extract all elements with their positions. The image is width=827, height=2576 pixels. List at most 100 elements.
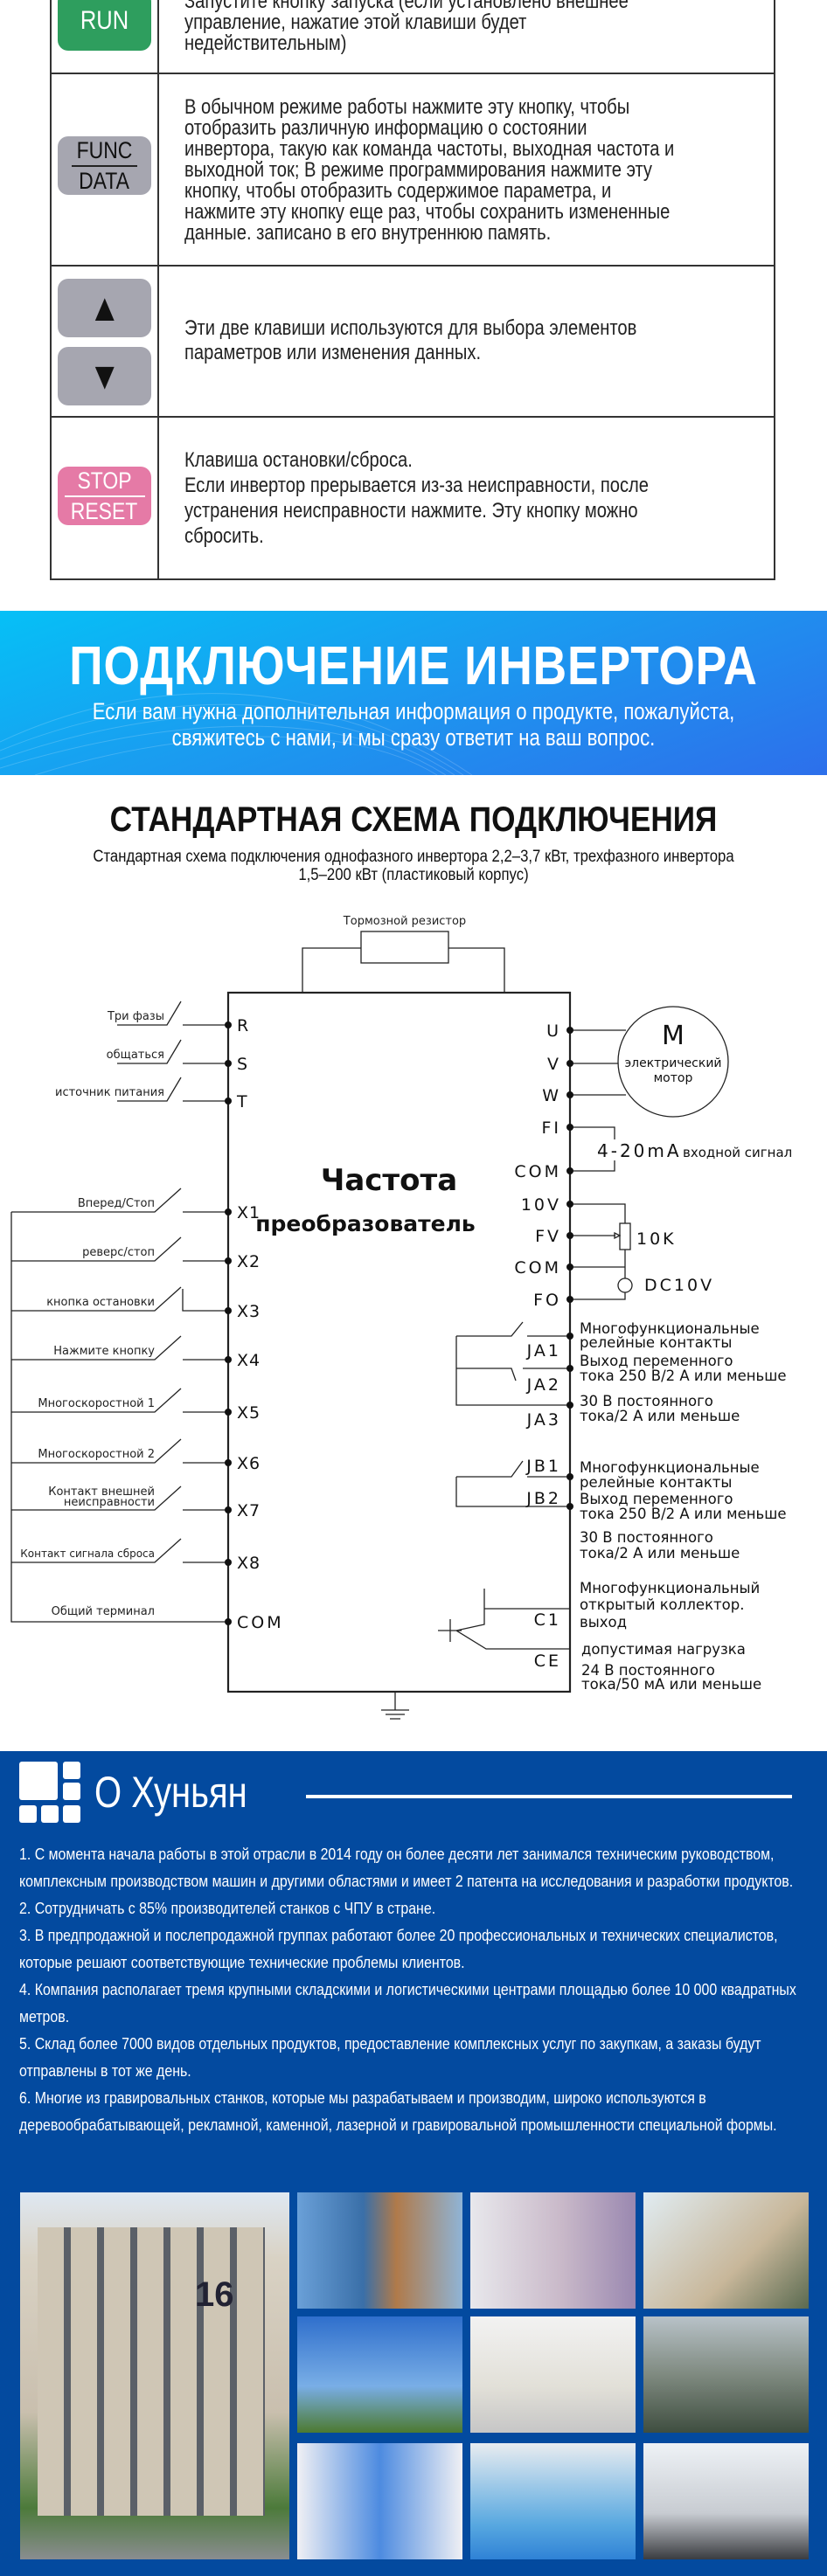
- title-rule: [306, 1795, 792, 1798]
- about-paragraph: 1. С момента начала работы в этой отрасл…: [19, 1845, 794, 1890]
- terminal-label: JA2: [526, 1375, 561, 1395]
- stop-label: STOP: [77, 467, 132, 494]
- about-paragraph: 6. Многие из гравировальных станков, кот…: [19, 2088, 777, 2134]
- table-divider: [50, 265, 775, 267]
- func-data-key: FUNC DATA: [58, 136, 151, 195]
- terminal-label: FV: [535, 1227, 561, 1246]
- input-label: Вперед/Стоп: [78, 1197, 155, 1210]
- terminal-label: X7: [237, 1501, 261, 1520]
- terminal-label: FO: [533, 1291, 561, 1310]
- about-paragraph: 4. Компания располагает тремя крупными с…: [19, 1980, 796, 2025]
- terminal-label: X3: [237, 1302, 261, 1321]
- desc-line: Запустите кнопку запуска (если установле…: [184, 0, 629, 13]
- power-label: источник питания: [55, 1086, 164, 1099]
- label-background: [597, 1139, 679, 1160]
- reset-label: RESET: [71, 497, 138, 524]
- about-title: О Хуньян: [94, 1768, 247, 1817]
- terminal-label: X4: [237, 1351, 261, 1370]
- open-collector-text: допустимая нагрузка: [581, 1641, 746, 1658]
- center-label: преобразователь: [255, 1211, 475, 1236]
- motor-wires: [570, 1029, 626, 1096]
- relay-a-text: Выход переменного: [580, 1353, 733, 1369]
- desc-line: недействительным): [184, 31, 347, 55]
- input-label: Многоскоростной 1: [38, 1397, 155, 1410]
- company-logo-icon: [19, 1762, 80, 1823]
- power-label: Три фазы: [107, 1010, 164, 1023]
- terminal-label: COM: [514, 1258, 561, 1278]
- desc-line: данные. записано в его внутреннюю память…: [184, 221, 552, 245]
- motor-icon: [617, 1006, 729, 1118]
- desc-line: устранения неисправности нажмите. Эту кн…: [184, 499, 638, 523]
- relay-b-wires: [455, 1460, 570, 1507]
- about-paragraph: 5. Склад более 7000 видов отдельных прод…: [19, 2034, 761, 2080]
- center-label: Частота: [321, 1163, 457, 1198]
- voltmeter-icon: [617, 1278, 633, 1293]
- banner-title: ПОДКЛЮЧЕНИЕ ИНВЕРТОРА: [69, 636, 758, 696]
- desc-line: выходной ток; В режиме программирования …: [184, 158, 652, 182]
- about-paragraphs: 1. С момента начала работы в этой отрасл…: [19, 1840, 801, 2138]
- terminal-label: X6: [237, 1454, 261, 1473]
- run-key-label: RUN: [80, 6, 129, 35]
- up-key: ▲: [58, 279, 151, 337]
- input-label: Контакт внешней: [48, 1485, 155, 1499]
- photo-factory-machines: [643, 2443, 809, 2559]
- pot-wires: [570, 1203, 626, 1300]
- desc-line: нажмите эту кнопку еще раз, чтобы сохран…: [184, 200, 671, 224]
- relay-a-text: 30 В постоянного: [580, 1393, 713, 1409]
- relay-a-text: тока 250 В/2 А или меньше: [580, 1368, 787, 1384]
- arrow-down-icon: ▼: [87, 354, 122, 398]
- about-section: О Хуньян 1. С момента начала работы в эт…: [0, 1751, 827, 2576]
- motor-letter: M: [662, 1021, 685, 1051]
- terminal-label: C1: [534, 1610, 561, 1630]
- wave-decoration: [0, 693, 473, 775]
- terminal-label: R: [237, 1016, 249, 1035]
- relay-b-text: 30 В постоянного: [580, 1529, 713, 1546]
- building-number: 16: [195, 2275, 234, 2314]
- wiper-arrow-icon: [614, 1231, 622, 1240]
- desc-line: отобразить различную информацию о состоя…: [184, 116, 587, 140]
- terminal-label: JB2: [525, 1489, 561, 1508]
- run-key: RUN: [58, 0, 151, 51]
- banner-subtitle-line: свяжитесь с нами, и мы сразу ответит на …: [171, 724, 656, 751]
- photo-skyscrapers: [297, 2316, 462, 2433]
- relay-a-text: релейные контакты: [580, 1334, 732, 1351]
- brake-resistor: [360, 931, 449, 964]
- open-collector-text: тока/50 мА или меньше: [581, 1676, 761, 1693]
- func-label: FUNC: [76, 136, 133, 163]
- relay-b-text: Многофункциональные: [580, 1459, 760, 1476]
- table-column-divider: [157, 0, 159, 580]
- desc-line: инвертора, такую как команда частоты, вы…: [184, 137, 675, 161]
- desc-line: Клавиша остановки/сброса.: [184, 448, 413, 472]
- ground-icon: [381, 1692, 409, 1720]
- connection-banner: ПОДКЛЮЧЕНИЕ ИНВЕРТОРА Если вам нужна доп…: [0, 611, 827, 775]
- potentiometer-icon: [619, 1222, 631, 1250]
- relay-a-wires: [455, 1321, 570, 1406]
- wiring-title: СТАНДАРТНАЯ СХЕМА ПОДКЛЮЧЕНИЯ: [109, 800, 718, 839]
- terminal-label: JA1: [526, 1341, 561, 1361]
- about-paragraph: 3. В предпродажной и послепродажной груп…: [19, 1926, 778, 1971]
- analog-input-label: 4-20mA: [597, 1140, 682, 1161]
- about-paragraph: 2. Сотрудничать с 85% производителей ста…: [19, 1899, 436, 1917]
- input-switches: [11, 1188, 228, 1563]
- terminal-label: X1: [237, 1203, 261, 1222]
- down-key: ▼: [58, 347, 151, 405]
- input-label: Многоскоростной 2: [38, 1448, 155, 1461]
- key-divider: [72, 164, 137, 167]
- power-switches: [117, 1001, 228, 1102]
- photo-assembly-line: [470, 2443, 636, 2559]
- table-divider: [50, 73, 775, 74]
- desc-line: кнопку, чтобы отобразить содержимое пара…: [184, 179, 612, 203]
- open-collector-text: 24 В постоянного: [581, 1662, 715, 1679]
- relay-b-text: Выход переменного: [580, 1491, 733, 1507]
- terminal-label: X2: [237, 1252, 261, 1271]
- terminal-label: CE: [534, 1652, 561, 1671]
- input-label: Общий терминал: [52, 1605, 155, 1618]
- photo-building: 16: [20, 2192, 289, 2559]
- open-collector-text: Многофункциональный: [580, 1580, 760, 1596]
- terminal-label: X8: [237, 1554, 261, 1573]
- input-bus: [10, 1212, 228, 1623]
- photo-lounge: [470, 2316, 636, 2433]
- data-label: DATA: [79, 167, 130, 194]
- stop-reset-key: STOP RESET: [58, 467, 151, 525]
- relay-a-text: тока/2 А или меньше: [580, 1408, 740, 1424]
